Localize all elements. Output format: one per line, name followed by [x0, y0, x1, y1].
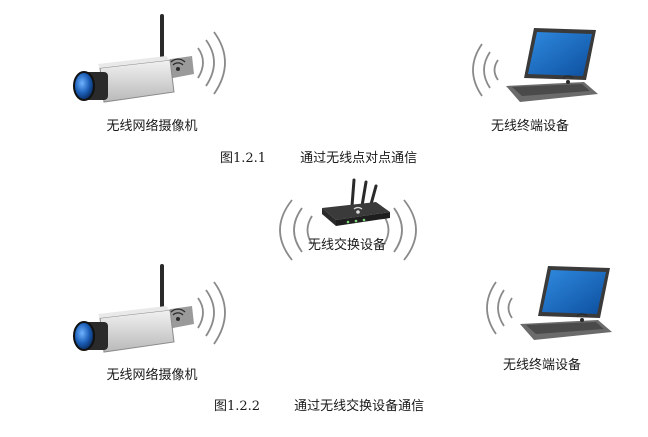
figure-caption-1: 图1.2.1 通过无线点对点通信	[220, 147, 417, 166]
router-label: 无线交换设备	[307, 238, 386, 253]
laptop-label: 无线终端设备	[502, 358, 581, 373]
laptop-label: 无线终端设备	[490, 119, 569, 134]
wireless-camera-icon	[73, 264, 226, 353]
wireless-laptop-icon	[486, 266, 612, 340]
wireless-router-icon	[279, 178, 417, 261]
camera-label: 无线网络摄像机	[106, 368, 198, 383]
caption-number: 图1.2.1	[220, 151, 267, 166]
caption-number: 图1.2.2	[214, 399, 261, 414]
caption-text: 通过无线点对点通信	[300, 151, 418, 166]
wireless-camera-icon	[73, 14, 226, 103]
wireless-laptop-icon	[472, 28, 598, 102]
caption-text: 通过无线交换设备通信	[294, 399, 425, 414]
figure-caption-2: 图1.2.2 通过无线交换设备通信	[214, 395, 424, 414]
camera-label: 无线网络摄像机	[106, 119, 198, 134]
